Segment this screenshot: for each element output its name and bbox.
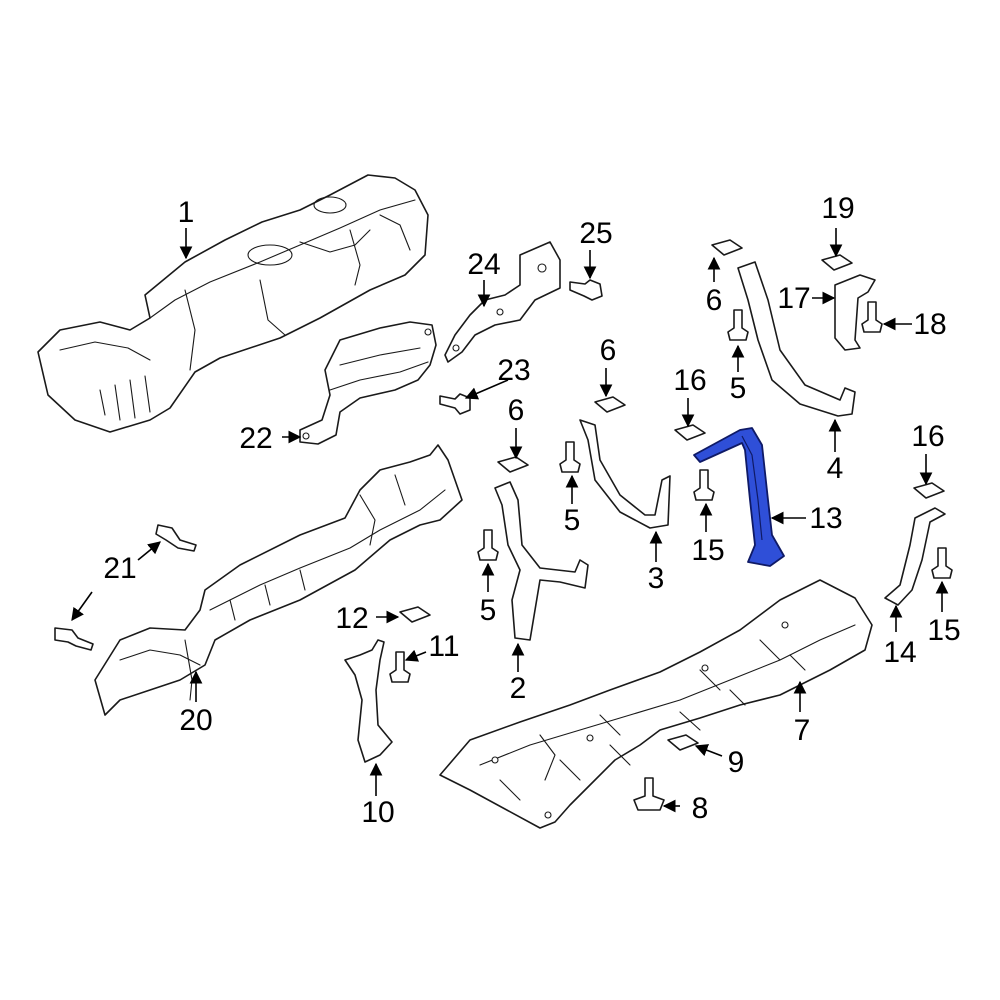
callout-12: 12 [335,602,368,635]
bolt-25[interactable] [569,279,603,301]
callout-16-mid: 16 [673,364,706,397]
callout-18: 18 [913,308,946,341]
callout-4: 4 [827,452,844,485]
callout-24: 24 [467,248,500,281]
callout-7: 7 [794,714,811,747]
callout-19: 19 [821,192,854,225]
bolt-5c[interactable] [477,529,499,561]
callout-17: 17 [777,282,810,315]
callout-21: 21 [103,552,136,585]
callout-14: 14 [883,636,916,669]
clip-19[interactable] [821,254,853,271]
bolt-5a[interactable] [727,309,749,341]
clip-16a[interactable] [674,424,706,441]
clip-6c[interactable] [497,456,529,473]
strap-3[interactable] [579,419,671,529]
bolt-5b[interactable] [559,441,581,473]
callout-15-mid: 15 [691,534,724,567]
callout-1: 1 [178,196,195,229]
callout-20: 20 [179,704,212,737]
bolt-23[interactable] [439,393,471,415]
callout-2: 2 [510,672,527,705]
leader-lines [71,228,949,813]
callout-22: 22 [239,422,272,455]
callout-16-right: 16 [911,420,944,453]
callout-15-right: 15 [927,614,960,647]
callout-13: 13 [809,502,842,535]
bracket-17[interactable] [834,274,876,351]
callout-5-mid: 5 [564,504,581,537]
callout-6-top: 6 [706,284,723,317]
callout-9: 9 [728,746,745,779]
bolt-21b[interactable] [54,627,94,651]
callout-23: 23 [497,354,530,387]
heat-shield-22[interactable] [299,321,437,445]
clip-12[interactable] [399,606,431,623]
bolt-18[interactable] [861,301,883,333]
bracket-24[interactable] [444,241,561,363]
callout-numbers: 1 25 24 23 22 6 5 4 19 17 18 6 16 6 5 3 … [103,192,960,829]
fuel-tank[interactable] [37,174,429,433]
bolt-21a[interactable] [155,524,197,552]
bracket-10[interactable] [344,639,393,763]
bolt-15b[interactable] [931,547,953,579]
skid-plate-7[interactable] [439,579,873,829]
callout-5-left: 5 [480,594,497,627]
heat-shield-20[interactable] [94,444,463,716]
callout-5-top: 5 [730,372,747,405]
clip-6a[interactable] [711,239,743,256]
callout-6-left: 6 [508,394,525,427]
callout-11: 11 [428,630,459,663]
callout-3: 3 [648,562,665,595]
strap-4[interactable] [737,261,856,417]
bolt-15a[interactable] [693,469,715,501]
callout-6-mid: 6 [600,334,617,367]
bolt-8[interactable] [633,777,665,811]
clip-9[interactable] [667,734,699,751]
callout-25: 25 [579,217,612,250]
strap-2[interactable] [494,481,589,641]
bolt-11[interactable] [389,651,411,683]
clip-6b[interactable] [594,396,626,413]
strap-13-highlighted[interactable] [693,427,785,567]
bracket-14[interactable] [884,507,946,606]
callout-8: 8 [692,792,709,825]
clip-16b[interactable] [913,482,945,499]
callout-10: 10 [361,796,394,829]
